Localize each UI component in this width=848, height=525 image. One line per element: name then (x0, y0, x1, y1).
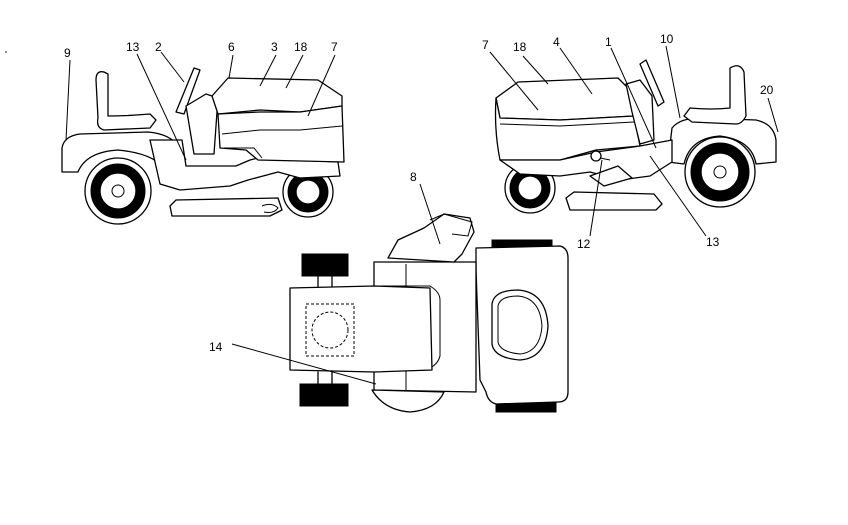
left-chassis (149, 139, 341, 191)
callout-10: 10 (660, 32, 674, 46)
right-leader-lines (489, 45, 779, 237)
right-steering-wheel (639, 59, 665, 107)
stray-dot (5, 51, 7, 53)
callout-18: 18 (294, 40, 308, 54)
right-tractor-view: 7 18 4 1 10 20 12 13 (482, 32, 779, 251)
top-seat (491, 289, 549, 361)
callout-3: 3 (271, 40, 278, 54)
callout-7: 7 (482, 38, 489, 52)
top-tractor-view: 8 14 (209, 170, 569, 413)
top-tire-bottom-left (299, 383, 349, 407)
top-leader-lines (231, 183, 441, 385)
callout-18: 18 (513, 40, 527, 54)
callout-6: 6 (228, 40, 235, 54)
left-callout-labels: 9 13 2 6 3 18 7 (64, 40, 338, 60)
left-rear-wheel (84, 157, 152, 225)
callout-13: 13 (126, 40, 140, 54)
right-mower-deck (565, 191, 663, 211)
right-chassis (499, 139, 673, 181)
left-leader-lines (65, 51, 336, 161)
top-tire-top-left (301, 253, 349, 277)
left-steering-wheel (175, 67, 201, 115)
top-callout-labels: 8 14 (209, 170, 417, 354)
callout-8: 8 (410, 170, 417, 184)
top-hood (289, 285, 433, 373)
right-callout-labels: 7 18 4 1 10 20 12 13 (482, 32, 774, 251)
top-lower-fender (371, 389, 445, 413)
callout-1: 1 (605, 35, 612, 49)
right-seat (683, 65, 747, 125)
left-dash (185, 93, 219, 155)
callout-7: 7 (331, 40, 338, 54)
right-front-body (494, 97, 641, 161)
callout-9: 9 (64, 46, 71, 60)
top-discharge-chute (387, 213, 475, 263)
left-tractor-view: 9 13 2 6 3 18 7 (61, 40, 345, 225)
left-seat (95, 71, 157, 131)
left-mower-deck (169, 197, 283, 217)
left-front-wheel (282, 166, 334, 218)
callout-4: 4 (553, 35, 560, 49)
callout-13: 13 (706, 235, 720, 249)
callout-12: 12 (577, 237, 591, 251)
right-lift-lever (589, 165, 633, 187)
callout-2: 2 (155, 40, 162, 54)
callout-20: 20 (760, 83, 774, 97)
right-rear-wheel (684, 136, 756, 208)
left-front-body (217, 105, 345, 163)
callout-14: 14 (209, 340, 223, 354)
